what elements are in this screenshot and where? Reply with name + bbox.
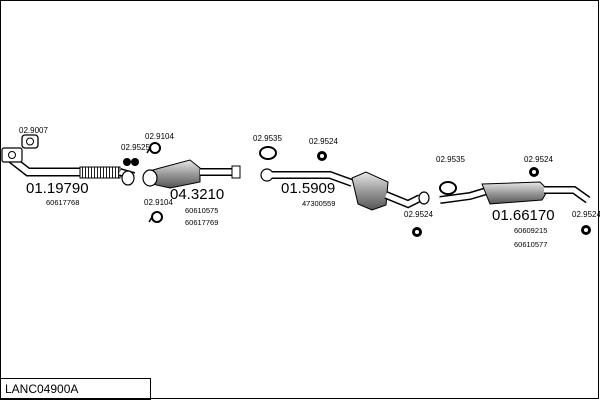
rear-silencer: [481, 181, 549, 205]
clamp-icon: [148, 211, 163, 223]
hanger-ref: 02.9524: [404, 210, 433, 219]
gasket-icon: [21, 134, 39, 149]
rear-silencer-code: 01.66170: [492, 207, 555, 224]
clamp-ref: 02.9104: [145, 132, 174, 141]
catalyst-part: 60617769: [185, 218, 219, 227]
gasket-ref: 02.9007: [19, 126, 48, 135]
rubber-hanger-icon: [412, 227, 422, 237]
spring-clamp-icon: [123, 158, 139, 166]
rear-silencer-part: 60609215: [514, 226, 548, 235]
front-pipe: [1, 147, 136, 186]
catalyst-code: 04.3210: [170, 186, 225, 203]
middle-silencer-code: 01.5909: [281, 180, 336, 197]
rubber-hanger-icon: [317, 151, 327, 161]
ring-ref: 02.9535: [253, 134, 282, 143]
front-pipe-part: 60617768: [46, 198, 80, 207]
rear-pipe: [439, 181, 591, 205]
rubber-hanger-icon: [581, 225, 591, 235]
hanger-ref: 02.9524: [524, 155, 553, 164]
middle-pipe: [260, 168, 430, 211]
diagram-code-box: LANC04900A: [0, 378, 151, 400]
catalyst-part: 60610575: [185, 206, 219, 215]
rubber-hanger-icon: [529, 167, 539, 177]
ring-icon: [439, 181, 457, 195]
catalyst: [142, 159, 241, 189]
rear-silencer-part: 60610577: [514, 240, 548, 249]
hanger-ref: 02.9524: [572, 210, 600, 219]
front-pipe-code: 01.19790: [26, 180, 89, 197]
clamp-ref: 02.9104: [144, 198, 173, 207]
hanger-ref: 02.9524: [309, 137, 338, 146]
ring-icon: [259, 146, 277, 160]
clamp-ref: 02.9525: [121, 143, 150, 152]
flex-section: [79, 166, 121, 179]
ring-ref: 02.9535: [436, 155, 465, 164]
middle-silencer-part: 47300559: [302, 199, 336, 208]
clamp-icon: [146, 142, 161, 154]
middle-silencer: [351, 171, 389, 211]
